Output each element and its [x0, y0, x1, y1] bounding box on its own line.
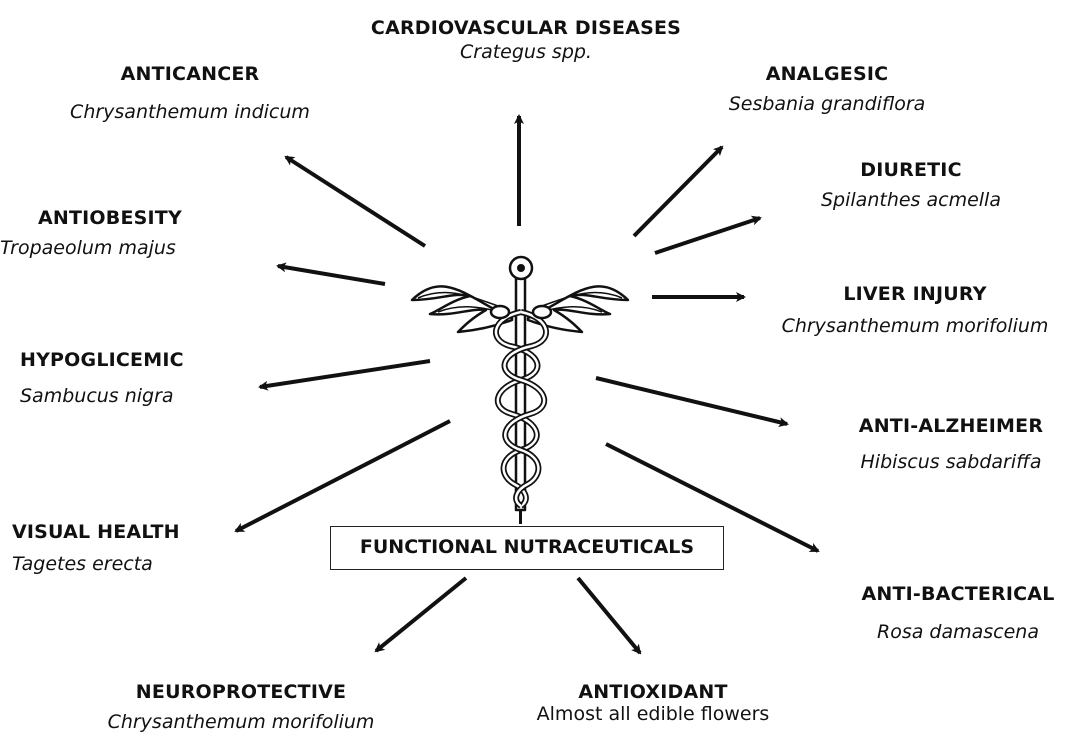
node-species: Crategus spp. — [326, 40, 726, 64]
node-visual-health: VISUAL HEALTH Tagetes erecta — [12, 520, 242, 576]
node-title: ANTI-BACTERICAL — [838, 582, 1078, 606]
node-title: LIVER INJURY — [750, 282, 1080, 306]
node-neuroprotective: NEUROPROTECTIVE Chrysanthemum morifolium — [86, 680, 396, 734]
node-title: DIURETIC — [786, 158, 1036, 182]
arrow-anticancer — [286, 157, 425, 246]
node-title: ANTICANCER — [20, 62, 360, 86]
node-antiobesity-species: Tropaeolum majus — [0, 236, 270, 260]
node-antiobesity: ANTIOBESITY — [38, 206, 268, 230]
arrow-visual-health — [236, 421, 450, 531]
node-anti-alzheimer: ANTI-ALZHEIMER Hibiscus sabdariffa — [836, 414, 1066, 474]
arrow-diuretic — [655, 218, 760, 253]
node-analgesic: ANALGESIC Sesbania grandiflora — [692, 62, 962, 116]
node-species: Hibiscus sabdariffa — [836, 450, 1066, 474]
node-title: ANTIOBESITY — [38, 206, 268, 230]
node-hypoglicemic: HYPOGLICEMIC Sambucus nigra — [20, 348, 250, 408]
node-species: Chrysanthemum morifolium — [750, 314, 1080, 338]
node-cardiovascular: CARDIOVASCULAR DISEASES Crategus spp. — [326, 16, 726, 64]
node-title: VISUAL HEALTH — [12, 520, 242, 544]
node-antioxidant: ANTIOXIDANT Almost all edible flowers — [498, 680, 808, 726]
node-species: Rosa damascena — [838, 620, 1078, 644]
node-title: CARDIOVASCULAR DISEASES — [326, 16, 726, 40]
arrow-analgesic — [634, 147, 722, 236]
node-species: Spilanthes acmella — [786, 188, 1036, 212]
node-anti-bacterical: ANTI-BACTERICAL Rosa damascena — [838, 582, 1078, 644]
caduceus-icon — [412, 257, 628, 524]
node-title: NEUROPROTECTIVE — [86, 680, 396, 704]
node-species: Sambucus nigra — [20, 384, 250, 408]
arrow-antiobesity — [278, 266, 385, 284]
node-title: ANALGESIC — [692, 62, 962, 86]
center-label: FUNCTIONAL NUTRACEUTICALS — [360, 536, 694, 558]
node-species: Chrysanthemum morifolium — [86, 710, 396, 734]
node-title: ANTIOXIDANT — [498, 680, 808, 704]
node-diuretic: DIURETIC Spilanthes acmella — [786, 158, 1036, 212]
center-node: FUNCTIONAL NUTRACEUTICALS — [330, 526, 724, 570]
arrow-hypoglicemic — [260, 361, 430, 387]
node-title: HYPOGLICEMIC — [20, 348, 250, 372]
node-species: Chrysanthemum indicum — [20, 100, 360, 124]
node-species: Tropaeolum majus — [0, 236, 270, 260]
node-species: Almost all edible flowers — [498, 702, 808, 726]
arrow-neuroprotective — [376, 578, 466, 651]
node-species: Sesbania grandiflora — [692, 92, 962, 116]
arrow-antioxidant — [578, 578, 640, 653]
node-liver-injury: LIVER INJURY Chrysanthemum morifolium — [750, 282, 1080, 338]
node-title: ANTI-ALZHEIMER — [836, 414, 1066, 438]
arrow-anti-alzheimer — [596, 378, 787, 424]
node-species: Tagetes erecta — [12, 552, 242, 576]
node-anticancer: ANTICANCER Chrysanthemum indicum — [20, 62, 360, 124]
